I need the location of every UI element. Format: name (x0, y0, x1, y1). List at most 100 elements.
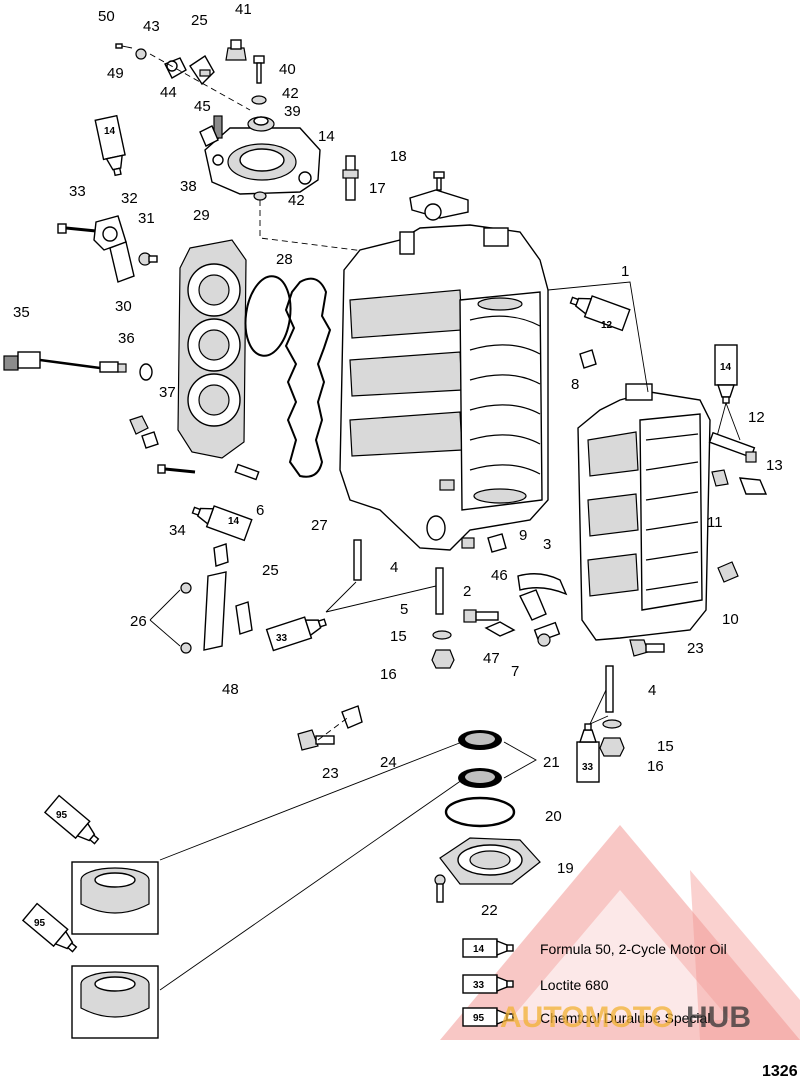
callout-23: 23 (687, 640, 704, 657)
callout-29: 29 (193, 207, 210, 224)
watermark-word-left: AUTOMOTO (500, 1001, 674, 1034)
callout-35: 35 (13, 304, 30, 321)
bolt-23-right (629, 639, 665, 657)
callout-43: 43 (143, 18, 160, 35)
callout-30: 30 (115, 298, 132, 315)
leader-21 (503, 741, 537, 779)
nut-16 (431, 649, 455, 669)
fitting-30 (138, 252, 158, 266)
callout-25: 25 (262, 562, 279, 579)
legend-code: 33 (473, 980, 485, 991)
watermark-word-right: HUB (686, 1001, 751, 1034)
bolt-34 (157, 464, 196, 474)
callout-12: 12 (748, 409, 765, 426)
leader-1 (547, 281, 649, 393)
callout-21: 21 (543, 754, 560, 771)
callout-26: 26 (130, 613, 147, 630)
tube-95-a (43, 794, 100, 845)
callout-48: 48 (222, 681, 239, 698)
bracket-46 (519, 589, 547, 621)
callout-37: 37 (159, 384, 176, 401)
callout-34: 34 (169, 522, 186, 539)
callout-4: 4 (390, 559, 398, 576)
bolt-33 (57, 223, 97, 234)
grommet-39 (247, 116, 275, 132)
bolt-11 (711, 469, 729, 487)
cylinder-block-left-half (339, 224, 549, 551)
seal-detail-box-1 (71, 861, 159, 935)
dashed-guide (149, 53, 251, 111)
dowel-8 (579, 349, 597, 369)
leader-21b (159, 779, 463, 991)
callout-20: 20 (545, 808, 562, 825)
callout-46: 46 (491, 567, 508, 584)
callout-14: 14 (318, 128, 335, 145)
callout-18: 18 (390, 148, 407, 165)
legend-item-95: 95 Chemtool Duralube Special (462, 1007, 710, 1027)
washer-42b (253, 191, 267, 201)
clip-44 (199, 125, 219, 147)
gasket-27 (284, 277, 332, 478)
stud-4b (605, 665, 614, 713)
nut-16b (599, 737, 625, 757)
leader-26 (149, 589, 181, 647)
leader-33b (589, 689, 609, 725)
tube-95-b (21, 902, 78, 953)
legend-code: 14 (473, 944, 485, 955)
bolt-2 (463, 609, 499, 623)
dashed-guide (317, 715, 351, 741)
tube-14-left (191, 505, 253, 542)
callout-38: 38 (180, 178, 197, 195)
washer-42 (251, 95, 267, 105)
tube-label: 14 (720, 362, 732, 373)
seal-21-bottom (458, 768, 502, 788)
callout-8: 8 (571, 376, 579, 393)
callout-31: 31 (138, 210, 155, 227)
tube-14-right (714, 344, 738, 404)
tube-label: 33 (276, 633, 288, 644)
callout-3: 3 (543, 536, 551, 553)
plug-37 (129, 415, 159, 449)
leader-21a (159, 741, 463, 861)
washer-15b (602, 719, 622, 729)
tube-14-top (94, 114, 126, 177)
callout-16: 16 (380, 666, 397, 683)
stud-5 (435, 567, 444, 615)
callout-22: 22 (481, 902, 498, 919)
oring-36 (139, 363, 153, 381)
tube-label: 95 (34, 918, 46, 929)
callout-27: 27 (311, 517, 328, 534)
clamp-43 (164, 57, 187, 79)
clip-25 (235, 601, 253, 635)
callout-11: 11 (707, 514, 723, 531)
legend-text: Chemtool Duralube Special (540, 1010, 710, 1026)
clip-47 (484, 621, 516, 637)
legend-text: Loctite 680 (540, 977, 609, 993)
cylinder-head-29 (177, 239, 247, 459)
page-number: 1326 (762, 1063, 798, 1080)
callout-49: 49 (107, 65, 124, 82)
callout-10: 10 (722, 611, 739, 628)
pin-6 (234, 463, 260, 481)
bearing-housing-19 (439, 837, 541, 885)
legend-item-14: 14 Formula 50, 2-Cycle Motor Oil (462, 938, 727, 958)
clamp-24 (341, 705, 363, 729)
sensor-35 (3, 351, 127, 373)
callout-9: 9 (519, 527, 527, 544)
watermark-logo (440, 825, 800, 1040)
tube-label: 12 (601, 320, 613, 331)
washer-15 (432, 630, 452, 640)
dowel-9 (487, 533, 507, 553)
legend-text: Formula 50, 2-Cycle Motor Oil (540, 941, 727, 957)
callout-33: 33 (69, 183, 86, 200)
callout-19: 19 (557, 860, 574, 877)
tube-label: 14 (228, 516, 240, 527)
callout-41: 41 (235, 1, 252, 18)
callout-6: 6 (256, 502, 264, 519)
gasket-31 (109, 241, 135, 283)
bolt-40 (253, 55, 265, 84)
callout-23: 23 (322, 765, 339, 782)
tube-12 (569, 295, 631, 332)
callout-2: 2 (463, 583, 471, 600)
